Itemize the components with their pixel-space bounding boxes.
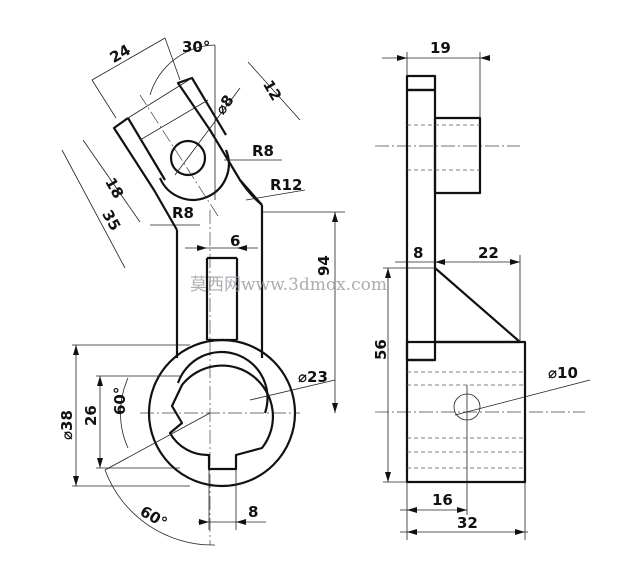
eye-outer-arc [158,149,230,201]
arm-centerline [139,94,219,217]
dim-60-bottom-label: 60° [137,502,171,532]
dim-12-line [247,61,301,121]
side-arm-plate [405,88,437,362]
arrowhead [385,268,391,278]
dim-60-bottom-arc [104,469,216,546]
dim-phi10-leader [454,379,591,416]
arm-left-edge [112,117,178,231]
dim-94-label: 94 [315,255,333,276]
dim-60-bottom-ray [104,412,211,471]
dim-phi38-label: ⌀38 [58,410,76,440]
dim-56-label: 56 [372,339,390,360]
dim-19-label: 19 [430,39,451,57]
dim-phi23-leader [249,379,336,401]
arrowhead [407,529,417,535]
dim-r12-leader [245,189,306,201]
arrowhead [97,376,103,386]
dim-24-label: 24 [107,41,134,67]
arm-fillet-r12 [239,179,263,206]
dim-35-label: 35 [98,207,124,234]
arrowhead [73,345,79,355]
dim-12-label: 12 [259,77,285,104]
arrowhead [397,55,407,61]
dim-30-label: 30° [182,38,210,56]
arrowhead [73,476,79,486]
dim-16-label: 16 [432,491,453,509]
arrowhead [457,507,467,513]
dim-30-arc [149,44,216,96]
front-view [112,76,300,545]
dim-24-ext1 [91,79,117,119]
dim-60-inner-arc [120,377,129,449]
arrowhead [435,259,445,265]
arrowhead [197,245,207,251]
arrowhead [332,212,338,222]
dim-8-bottom-label: 8 [248,503,258,521]
arrowhead [199,519,209,525]
arrowhead [97,458,103,468]
eye-hole [169,139,207,177]
arrowhead [332,403,338,413]
dim-phi8-label: ⌀8 [212,92,238,118]
dim-8-side-label: 8 [413,244,423,262]
dim-35-line [61,149,126,269]
arrowheads [73,55,525,535]
arm-inner-left [127,117,166,181]
side-hub-block [405,340,527,484]
dim-60-inner-label: 60° [111,387,129,415]
arrowhead [510,259,520,265]
dim-18-line [82,139,141,223]
dim-phi8-leader [174,87,241,176]
dim-24-ext2 [164,37,181,81]
side-boss [433,116,482,195]
dim-phi10-label: ⌀10 [548,364,578,382]
side-arm-top-cap [405,74,437,92]
dim-phi23-label: ⌀23 [298,368,328,386]
dim-r8-left-label: R8 [172,204,194,222]
side-view [375,74,585,484]
dim-24-line [91,37,166,81]
keyed-bore [168,364,274,471]
side-dimensions: 19 8 22 56 ⌀10 16 32 [372,39,591,540]
dim-6-label: 6 [230,232,240,250]
arm-boss-cross [127,77,193,119]
bore-top-arc [176,350,269,414]
arrowhead [407,507,417,513]
arrowhead [480,55,490,61]
arrowhead [236,519,246,525]
dim-32-label: 32 [457,514,478,532]
arrowhead [237,245,247,251]
dim-r8-top-label: R8 [252,142,274,160]
dim-26-label: 26 [82,405,100,426]
arrowhead [385,472,391,482]
dim-r12-label: R12 [270,176,302,194]
side-rib [434,267,522,344]
arm-boss-inner [139,99,209,141]
dim-22-label: 22 [478,244,499,262]
watermark: 莫西网www.3dmox.com [190,275,387,295]
arrowhead [515,529,525,535]
